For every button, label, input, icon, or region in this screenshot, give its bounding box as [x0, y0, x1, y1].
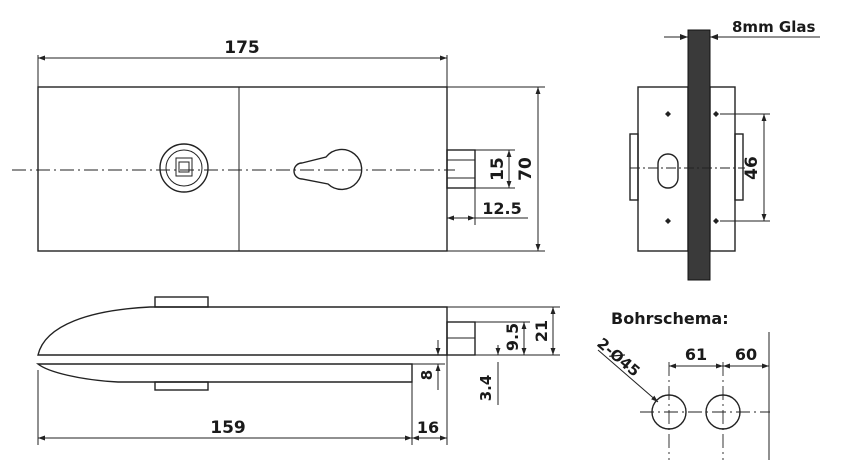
hole-2	[705, 394, 741, 430]
glass-label-group: 8mm Glas	[664, 18, 820, 40]
top-view-body	[37, 306, 448, 356]
dimension-12-5: 12.5	[446, 188, 528, 225]
dim-8-label: 8	[418, 370, 436, 380]
hole-pattern-title: Bohrschema:	[611, 309, 729, 328]
glass-pane	[687, 29, 711, 281]
dimension-3-4: 3.4	[475, 345, 505, 405]
side-body-left	[637, 86, 689, 252]
dimension-16: 16	[412, 355, 448, 445]
side-body-right	[709, 86, 736, 252]
thumb-turn-knob	[159, 143, 209, 193]
dim-60-label: 60	[735, 345, 757, 364]
bottom-clip	[154, 381, 209, 391]
dim-46-label: 46	[742, 156, 762, 180]
dim-9-5-label: 9.5	[503, 323, 522, 351]
screw-marks	[665, 111, 719, 224]
dimension-159: 159	[37, 370, 413, 445]
hole-spec-label: 2-Ø45	[593, 334, 643, 380]
hole-spec-leader	[597, 349, 659, 403]
dimension-9-5: 9.5	[475, 321, 530, 356]
dimension-46: 46	[720, 113, 770, 222]
dimension-15: 15	[475, 149, 515, 189]
dim-21-label: 21	[532, 320, 551, 342]
lock-body-outline	[37, 86, 448, 252]
dim-61-label: 61	[685, 345, 707, 364]
hole-pattern: Bohrschema: 61 60 2-Ø45	[593, 309, 770, 460]
dim-175-label: 175	[224, 38, 260, 58]
dim-16-label: 16	[417, 418, 439, 437]
dim-3-4-label: 3.4	[477, 375, 495, 402]
dim-159-label: 159	[210, 418, 246, 438]
side-handle-right	[734, 133, 744, 201]
side-slot	[657, 153, 679, 189]
dimension-8: 8	[412, 340, 445, 390]
dim-15-label: 15	[488, 157, 508, 181]
latch-bolt	[446, 149, 476, 189]
dimension-175: 175	[37, 38, 448, 87]
side-handle-left	[629, 133, 639, 201]
bottom-plate	[36, 363, 413, 383]
top-view: 21 9.5 8 3.4 159	[36, 296, 560, 445]
glass-label: 8mm Glas	[732, 18, 815, 36]
dimension-70: 70	[447, 86, 545, 252]
front-view: 175 70 15 12.5	[12, 38, 545, 252]
keyhole-icon	[293, 148, 363, 191]
dim-70-label: 70	[516, 157, 536, 181]
dim-12-5-label: 12.5	[482, 199, 521, 218]
hole-1	[651, 394, 687, 430]
side-view: 8mm Glas 46	[629, 18, 820, 281]
top-clip	[154, 296, 209, 308]
